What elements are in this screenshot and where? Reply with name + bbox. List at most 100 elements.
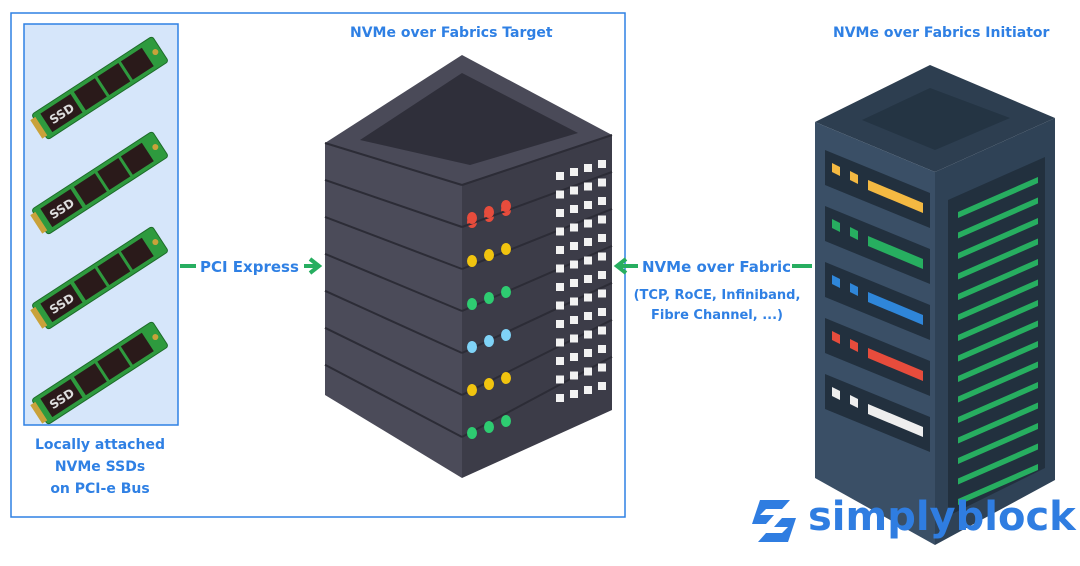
vent-square [570, 242, 578, 250]
ssd-card: SSD [30, 321, 168, 425]
vent-square [598, 326, 606, 335]
vent-square [598, 382, 606, 390]
ssd-memory-chip [120, 47, 154, 80]
vent-square [598, 215, 606, 224]
status-led [484, 249, 494, 261]
fabric-protocols-line: (TCP, RoCE, Infiniband, [633, 288, 801, 303]
vent-square [570, 353, 578, 361]
vent-stripe [958, 464, 1038, 505]
vent-square [570, 297, 578, 306]
status-led [484, 206, 494, 218]
fabric-protocols: (TCP, RoCE, Infiniband, Fibre Channel, .… [622, 286, 812, 326]
vent-square [598, 363, 606, 372]
vent-stripe [958, 361, 1038, 403]
slab-divider [324, 215, 463, 270]
bay-led [850, 395, 858, 408]
vent-square [584, 330, 592, 339]
status-led [467, 384, 477, 396]
vent-square [584, 182, 592, 191]
vent-square [570, 168, 578, 176]
slab-divider [324, 142, 463, 186]
ssd-memory-chip [73, 268, 107, 301]
vent-stripe [958, 341, 1038, 382]
ssd-memory-chip [120, 237, 154, 270]
ssd-connector [30, 211, 48, 234]
vent-square [570, 223, 578, 232]
vent-stripe [958, 423, 1038, 464]
bay-led [850, 283, 858, 296]
vent-stripe [958, 177, 1038, 218]
fabric-arrow [613, 257, 812, 275]
slab-divider [461, 171, 613, 228]
ssd-screw-hole [152, 49, 159, 56]
vent-square [556, 190, 564, 199]
status-led [501, 372, 511, 384]
slab-divider [324, 326, 463, 396]
ssd-screw-hole [152, 334, 159, 341]
server-top-panel [360, 73, 578, 165]
vent-square [556, 320, 564, 328]
bay-led [832, 387, 840, 400]
slab-divider [324, 252, 463, 312]
vent-stripe [958, 279, 1038, 321]
status-led [501, 329, 511, 341]
status-led [467, 427, 477, 439]
vent-square [584, 293, 592, 302]
vent-square [584, 275, 592, 283]
vent-stripe [958, 443, 1038, 485]
vent-square [584, 238, 592, 246]
status-led [467, 255, 477, 267]
target-title: NVMe over Fabrics Target [350, 25, 553, 41]
slab-divider [324, 179, 463, 228]
vent-stripe [958, 320, 1038, 362]
ssd-caption-line: on PCI-e Bus [50, 481, 150, 497]
status-led [501, 286, 511, 298]
simplyblock-logo-icon [752, 500, 796, 542]
vent-square [556, 301, 564, 310]
vent-square [584, 349, 592, 357]
ssd-controller-chip [40, 94, 83, 133]
status-led [501, 243, 511, 255]
vent-square [570, 371, 578, 380]
bay-bar [868, 404, 923, 437]
ssd-screw-hole [152, 144, 159, 151]
vent-square [584, 312, 592, 320]
status-led [484, 335, 494, 347]
ssd-memory-chip [73, 78, 107, 111]
server-top-panel [862, 88, 1010, 150]
slab-divider [324, 289, 463, 354]
vent-square [556, 357, 564, 365]
ssd-caption-line: NVMe SSDs [54, 459, 146, 475]
vent-square [598, 160, 606, 168]
vent-square [598, 197, 606, 205]
vent-square [556, 227, 564, 236]
vent-square [584, 367, 592, 376]
bay-bar [868, 236, 923, 269]
initiator-title: NVMe over Fabrics Initiator [833, 25, 1050, 41]
bay-led [832, 275, 840, 288]
ssd-card: SSD [30, 131, 168, 235]
vent-square [584, 386, 592, 394]
vent-square [584, 201, 592, 209]
ssd-connector [30, 306, 48, 329]
vent-stripe [958, 259, 1038, 300]
status-led [501, 200, 511, 212]
ssd-connector [30, 116, 48, 139]
ssd-caption: Locally attached NVMe SSDs on PCI-e Bus [20, 434, 180, 500]
bay-led [832, 219, 840, 232]
status-led [467, 212, 477, 224]
ssd-memory-chip [97, 62, 131, 96]
vent-square [556, 264, 564, 273]
vent-square [598, 308, 606, 316]
vent-square [598, 271, 606, 279]
vent-square [584, 219, 592, 228]
initiator-server [815, 65, 1055, 545]
bay-led [832, 163, 840, 176]
vent-stripe [958, 402, 1038, 444]
vent-stripe [958, 218, 1038, 259]
pci-express-label: PCI Express [200, 258, 299, 276]
vent-square [556, 338, 564, 347]
vent-square [570, 279, 578, 287]
